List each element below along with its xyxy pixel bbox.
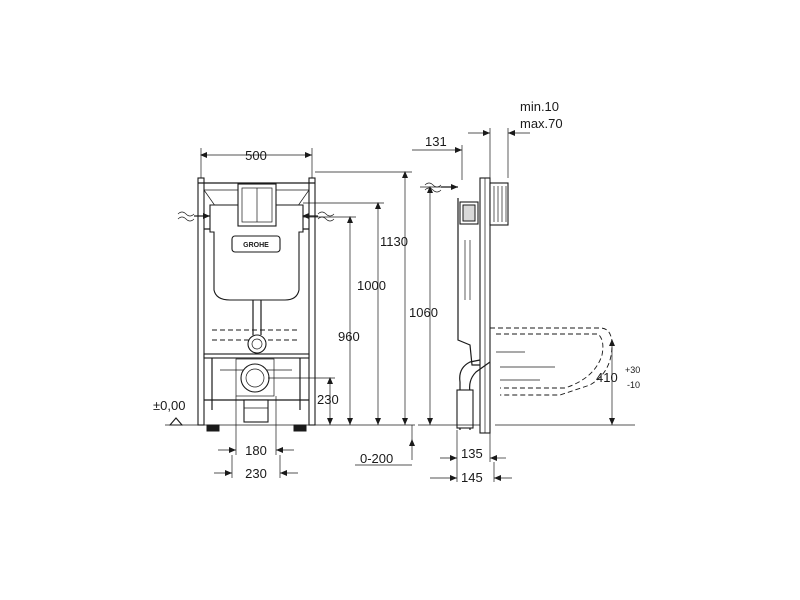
dim-145: [430, 462, 512, 482]
brand-logo-text: GROHE: [243, 242, 269, 249]
label-tolerance-plus: +30: [625, 365, 640, 375]
water-inlet-left: [177, 211, 210, 222]
label-depth-131: 131: [425, 134, 447, 149]
label-height-1130: 1130: [380, 234, 408, 249]
dim-1130: [315, 171, 412, 425]
label-height-230: 230: [317, 392, 339, 407]
cistern-body: [209, 183, 304, 301]
dim-min-max: [468, 128, 530, 178]
dim-0-200: [355, 425, 415, 466]
floor-line-front: [165, 417, 415, 426]
dim-230-height: [268, 377, 335, 425]
label-width-500: 500: [245, 148, 267, 163]
dim-131: [412, 145, 463, 180]
dim-230-width: [214, 455, 298, 478]
label-height-1060: 1060: [409, 305, 438, 320]
dim-135: [440, 430, 506, 462]
dim-180: [218, 396, 294, 455]
label-depth-135: 135: [461, 446, 483, 461]
label-max-70: max.70: [520, 116, 563, 131]
dim-1000: [303, 202, 384, 425]
water-inlet-right: [302, 211, 335, 222]
label-depth-145: 145: [461, 470, 483, 485]
label-height-1000: 1000: [357, 278, 386, 293]
label-min-10: min.10: [520, 99, 559, 114]
label-height-960: 960: [338, 329, 360, 344]
label-floor-level: ±0,00: [153, 398, 185, 413]
label-height-410: 410: [596, 370, 618, 385]
dim-500: [200, 148, 313, 178]
side-view-frame: [456, 177, 509, 434]
label-tolerance-minus: -10: [627, 380, 640, 390]
dim-1060: [420, 186, 458, 425]
wc-bowl: [490, 327, 613, 396]
flush-pipe: [235, 300, 275, 423]
label-spacing-180: 180: [245, 443, 267, 458]
label-spacing-230: 230: [245, 466, 267, 481]
dim-960: [303, 216, 356, 425]
label-range-0-200: 0-200: [360, 451, 393, 466]
